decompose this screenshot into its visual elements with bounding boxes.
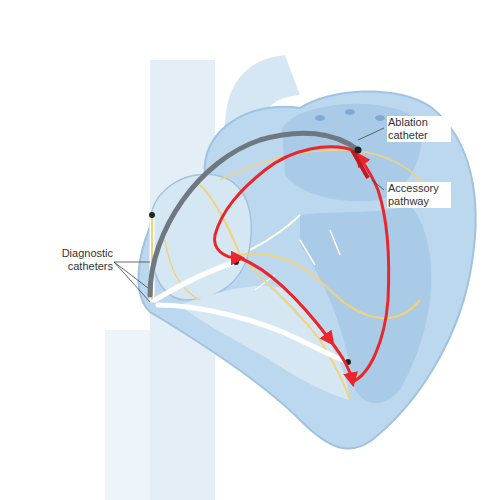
diagnostic-catheter	[155, 262, 236, 300]
diagnostic-catheter	[158, 305, 348, 362]
leader-line	[358, 128, 384, 140]
callout-label: Ablation catheter	[387, 116, 451, 142]
callout-label: Accessory pathway	[387, 182, 451, 208]
callout-label: Diagnostic catheters	[36, 247, 114, 273]
reentry-circuit	[352, 158, 389, 382]
reentry-circuit	[240, 258, 352, 380]
left-ventricle	[300, 205, 431, 403]
leader-line	[372, 180, 384, 190]
heart-outline	[138, 91, 475, 448]
right-ventricle	[180, 286, 350, 400]
right-atrium	[150, 174, 251, 300]
septum	[250, 215, 300, 250]
reentry-circuit	[215, 147, 358, 258]
ablation-catheter	[150, 133, 358, 295]
vessel	[105, 330, 150, 500]
leader-line	[114, 262, 150, 302]
accessory-pathway	[352, 150, 368, 178]
